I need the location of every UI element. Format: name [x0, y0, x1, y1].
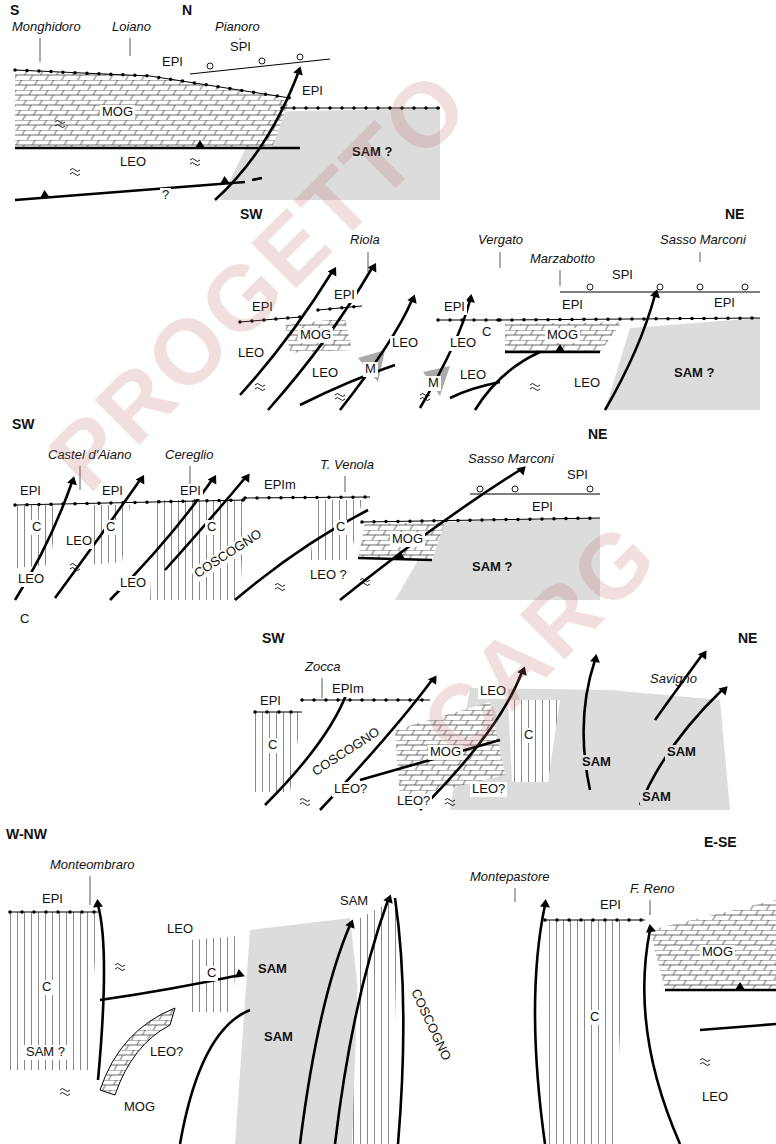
unit-label: C: [480, 325, 493, 340]
locality-name: Sasso Marconi: [660, 233, 746, 248]
unit-label: EPI: [178, 484, 203, 499]
locality-name: Savigno: [650, 672, 697, 687]
unit-label: LEO: [572, 376, 602, 391]
unit-label: MOG: [100, 105, 135, 120]
unit-label: SAM: [665, 745, 698, 760]
unit-label: LEO: [64, 534, 94, 549]
unit-label: LEO: [390, 336, 420, 351]
unit-label: SAM: [580, 755, 613, 770]
locality-name: Marzabotto: [530, 252, 595, 267]
unit-label: SAM: [256, 962, 289, 977]
orientation-label: NE: [725, 206, 744, 222]
unit-label: LEO: [16, 572, 46, 587]
unit-label: EPI: [332, 288, 357, 303]
unit-label: C: [18, 612, 31, 627]
unit-label: LEO ?: [308, 568, 349, 583]
orientation-label: NE: [588, 426, 607, 442]
locality-name: Cereglio: [165, 448, 213, 463]
unit-label: LEO: [448, 336, 478, 351]
unit-label: LEO: [165, 922, 195, 937]
unit-label: LEO?: [395, 794, 432, 809]
unit-label: C: [205, 520, 218, 535]
unit-label: SAM ?: [672, 366, 716, 381]
unit-label: SAM: [262, 1030, 295, 1045]
orientation-label: NE: [738, 630, 757, 646]
unit-label: SPI: [228, 40, 253, 55]
unit-label: SAM ?: [470, 560, 514, 575]
locality-name: Pianoro: [215, 20, 260, 35]
unit-label: EPI: [442, 300, 467, 315]
unit-label: EPI: [712, 296, 737, 311]
unit-label: C: [588, 1010, 601, 1025]
unit-label: LEO: [118, 576, 148, 591]
unit-label: MOG: [298, 328, 333, 343]
unit-label: SPI: [565, 468, 590, 483]
locality-name: Montepastore: [470, 870, 550, 885]
orientation-label: S: [10, 2, 19, 18]
locality-name: Vergato: [478, 233, 523, 248]
unit-label: LEO?: [148, 1045, 185, 1060]
unit-label: MOG: [700, 945, 735, 960]
unit-label: COSCOGNO: [406, 985, 454, 1065]
orientation-label: SW: [262, 630, 285, 646]
unit-label: COSCOGNO: [190, 526, 266, 583]
unit-label: SAM: [338, 894, 370, 909]
locality-name: Sasso Marconi: [468, 452, 554, 467]
unit-label: SAM ?: [24, 1045, 67, 1060]
orientation-label: SW: [12, 416, 35, 432]
unit-label: LEO: [118, 155, 148, 170]
unit-label: EPIm: [262, 478, 298, 493]
locality-name: T. Venola: [320, 458, 374, 473]
orientation-label: W-NW: [6, 826, 47, 842]
unit-label: LEO?: [332, 782, 369, 797]
unit-label: EPI: [560, 298, 585, 313]
locality-name: F. Reno: [630, 882, 675, 897]
unit-label: EPI: [258, 694, 283, 709]
orientation-label: E-SE: [704, 834, 737, 850]
unit-label: LEO: [458, 368, 488, 383]
unit-label: C: [266, 738, 279, 753]
unit-label: C: [40, 980, 53, 995]
unit-label: EPI: [160, 55, 185, 70]
unit-label: C: [104, 520, 117, 535]
unit-label: EPI: [300, 84, 325, 99]
section-5: [10, 876, 776, 1144]
unit-label: LEO: [310, 366, 340, 381]
watermark: CARG: [401, 501, 679, 779]
unit-label: M: [363, 362, 378, 377]
unit-label: LEO?: [470, 782, 507, 797]
unit-label: EPI: [18, 484, 43, 499]
watermark: PROGETTO: [29, 49, 490, 510]
unit-label: MOG: [545, 328, 580, 343]
unit-label: C: [30, 520, 43, 535]
unit-label: EPI: [40, 892, 65, 907]
locality-name: Zocca: [305, 660, 340, 675]
unit-label: SPI: [610, 268, 635, 283]
unit-label: MOG: [390, 532, 425, 547]
unit-label: EPIm: [330, 682, 366, 697]
unit-label: C: [205, 966, 218, 981]
unit-label: C: [334, 520, 347, 535]
unit-label: SAM: [640, 790, 673, 805]
unit-label: M: [426, 376, 441, 391]
locality-name: Monghidoro: [12, 20, 81, 35]
unit-label: ?: [160, 188, 171, 203]
unit-label: LEO: [700, 1090, 730, 1105]
orientation-label: N: [182, 2, 192, 18]
unit-label: EPI: [598, 898, 623, 913]
locality-name: Monteombraro: [50, 858, 135, 873]
unit-label: MOG: [122, 1100, 157, 1115]
locality-name: Loiano: [112, 20, 151, 35]
unit-label: COSCOGNO: [308, 724, 384, 781]
unit-label: EPI: [530, 500, 555, 515]
